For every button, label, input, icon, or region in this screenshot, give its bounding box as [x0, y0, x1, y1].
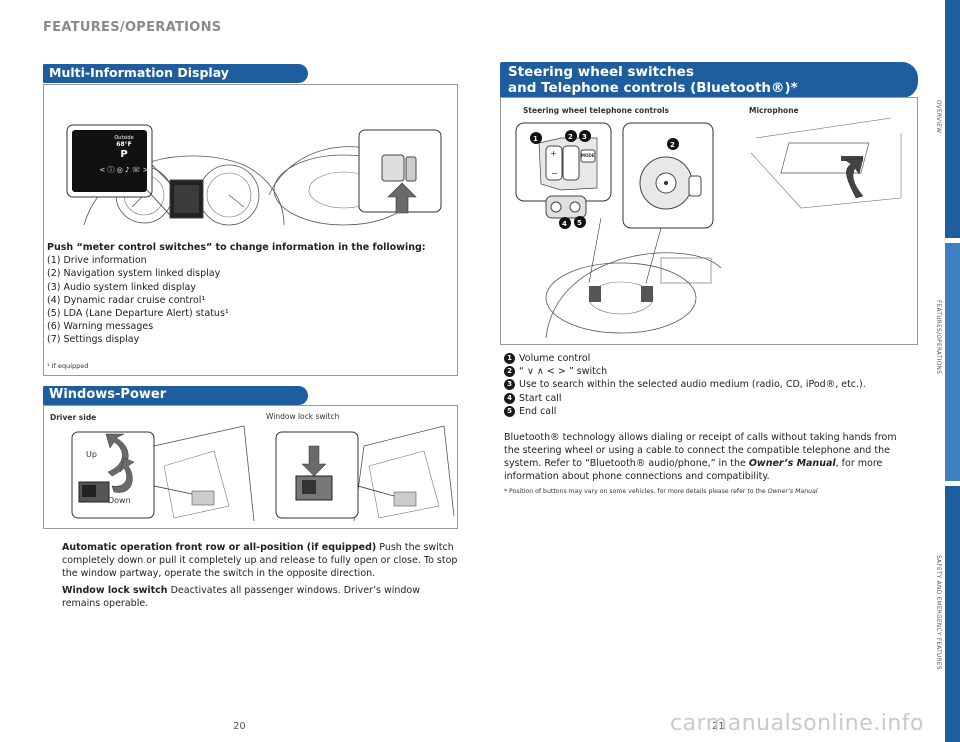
display-gear: P [120, 149, 128, 160]
list-item: 4 Start call [504, 392, 866, 405]
svg-text:2: 2 [670, 141, 675, 149]
bluetooth-para-end: , for more information about phone conne… [504, 458, 883, 482]
list-item: (1) Drive information [47, 255, 147, 267]
down-label: Down [108, 496, 131, 505]
display-outside-label: Outside [114, 135, 134, 141]
display-temp: 68°F [116, 141, 132, 148]
windows-panel: Driver side Window lock switch Up Down [43, 405, 458, 529]
list-item: (4) Dynamic radar cruise control¹ [47, 294, 206, 306]
list-item: (5) LDA (Lane Departure Alert) status¹ [47, 308, 229, 320]
windows-para-lock-heading: Window lock switch [62, 585, 168, 596]
tab-label-overview: OVERVIEW [935, 100, 941, 134]
windows-illustration [71, 425, 455, 522]
svg-text:−: − [551, 169, 558, 178]
list-item: 3 Use to search within the selected audio… [504, 378, 866, 391]
callout-number: 5 [504, 405, 515, 417]
windows-para-auto: Automatic operation front row or all-pos… [62, 541, 460, 580]
steering-banner: Steering wheel switches and Telephone co… [500, 62, 918, 98]
svg-text:+: + [550, 149, 557, 158]
svg-text:3: 3 [582, 133, 587, 141]
callout-text: Start call [519, 392, 562, 404]
windows-para-lock: Window lock switch Deactivates all passe… [62, 584, 460, 610]
multi-info-list: Push “meter control switches” to change … [47, 241, 426, 347]
up-label: Up [86, 450, 97, 459]
page-header: FEATURES/OPERATIONS [43, 20, 222, 35]
list-item: 2 “ ∨ ∧ < > ” switch [504, 365, 866, 378]
watermark: carmanualsonline.info [670, 711, 924, 736]
svg-text:2: 2 [568, 133, 573, 141]
callout-text: Volume control [519, 353, 591, 364]
steering-panel: + − 1 2 3 4 5 2 Steering wheel telephone… [500, 97, 918, 345]
multi-info-illustration [66, 124, 442, 226]
callout-number: 2 [504, 366, 515, 378]
steering-controls-label: Steering wheel telephone controls [523, 106, 670, 115]
page-number-right: 21 [712, 721, 725, 732]
windows-para-lock-text: Deactivates all passenger windows. Drive… [62, 585, 420, 609]
svg-text:4: 4 [562, 220, 567, 228]
multi-info-panel: Outside 68°F P < ⓘ ◎ ♪ ☏ > [43, 84, 458, 376]
display-icons-row: < ⓘ ◎ ♪ ☏ > [99, 166, 149, 174]
tab-label-features: FEATURES/OPERATIONS [935, 300, 941, 375]
position-note-manual: Owner’s Manual [767, 488, 818, 495]
tab-features-operations[interactable] [945, 243, 960, 481]
position-note-text: * Position of buttons may vary on some v… [504, 488, 768, 495]
callout-number: 1 [504, 353, 515, 365]
list-item: (2) Navigation system linked display [47, 268, 221, 280]
multi-info-footnote: ¹ If equipped [47, 362, 89, 370]
callout-text: End call [519, 405, 557, 417]
multi-info-intro: Push “meter control switches” to change … [47, 242, 426, 253]
mode-label: MODE [581, 153, 595, 158]
bluetooth-paragraph: Bluetooth® technology allows dialing or … [504, 431, 914, 483]
list-item: 5 End call [504, 405, 866, 418]
list-item: (6) Warning messages [47, 321, 154, 333]
bluetooth-para-manual: Owner’s Manual [748, 458, 836, 469]
windows-para-auto-text: Push the switch completely down or pull … [62, 542, 458, 579]
steering-callout-list: 1 Volume control 2 “ ∨ ∧ < > ” switch 3 Use… [504, 352, 866, 418]
steering-title-line2: and Telephone controls (Bluetooth®)* [508, 80, 798, 96]
page-number-left: 20 [233, 721, 246, 732]
multi-info-banner: Multi-Information Display [43, 64, 308, 83]
callout-text: Use to search within the selected audio … [519, 379, 866, 391]
position-note: * Position of buttons may vary on some v… [504, 488, 818, 495]
steering-illustration: + − 1 2 3 4 5 2 [515, 117, 902, 339]
windows-para-auto-heading: Automatic operation front row or all-pos… [62, 542, 377, 553]
tab-label-safety: SAFETY AND EMERGENCY FEATURES [935, 555, 941, 670]
list-item: (7) Settings display [47, 334, 140, 346]
microphone-label: Microphone [749, 106, 799, 115]
window-lock-label: Window lock switch [266, 412, 340, 421]
callout-number: 4 [504, 392, 515, 404]
callout-number: 3 [504, 379, 515, 391]
bluetooth-para-start: Bluetooth® technology allows dialing or … [504, 432, 897, 469]
svg-text:1: 1 [533, 135, 538, 143]
list-item: 1 Volume control [504, 352, 866, 365]
tab-overview[interactable] [945, 0, 960, 238]
steering-title-line1: Steering wheel switches [508, 64, 694, 80]
svg-text:5: 5 [577, 219, 582, 227]
windows-banner: Windows-Power [43, 386, 308, 405]
list-item: (3) Audio system linked display [47, 281, 196, 293]
callout-text: “ ∨ ∧ < > ” switch [519, 366, 608, 378]
tab-safety-emergency[interactable] [945, 486, 960, 742]
driver-side-label: Driver side [50, 413, 97, 422]
